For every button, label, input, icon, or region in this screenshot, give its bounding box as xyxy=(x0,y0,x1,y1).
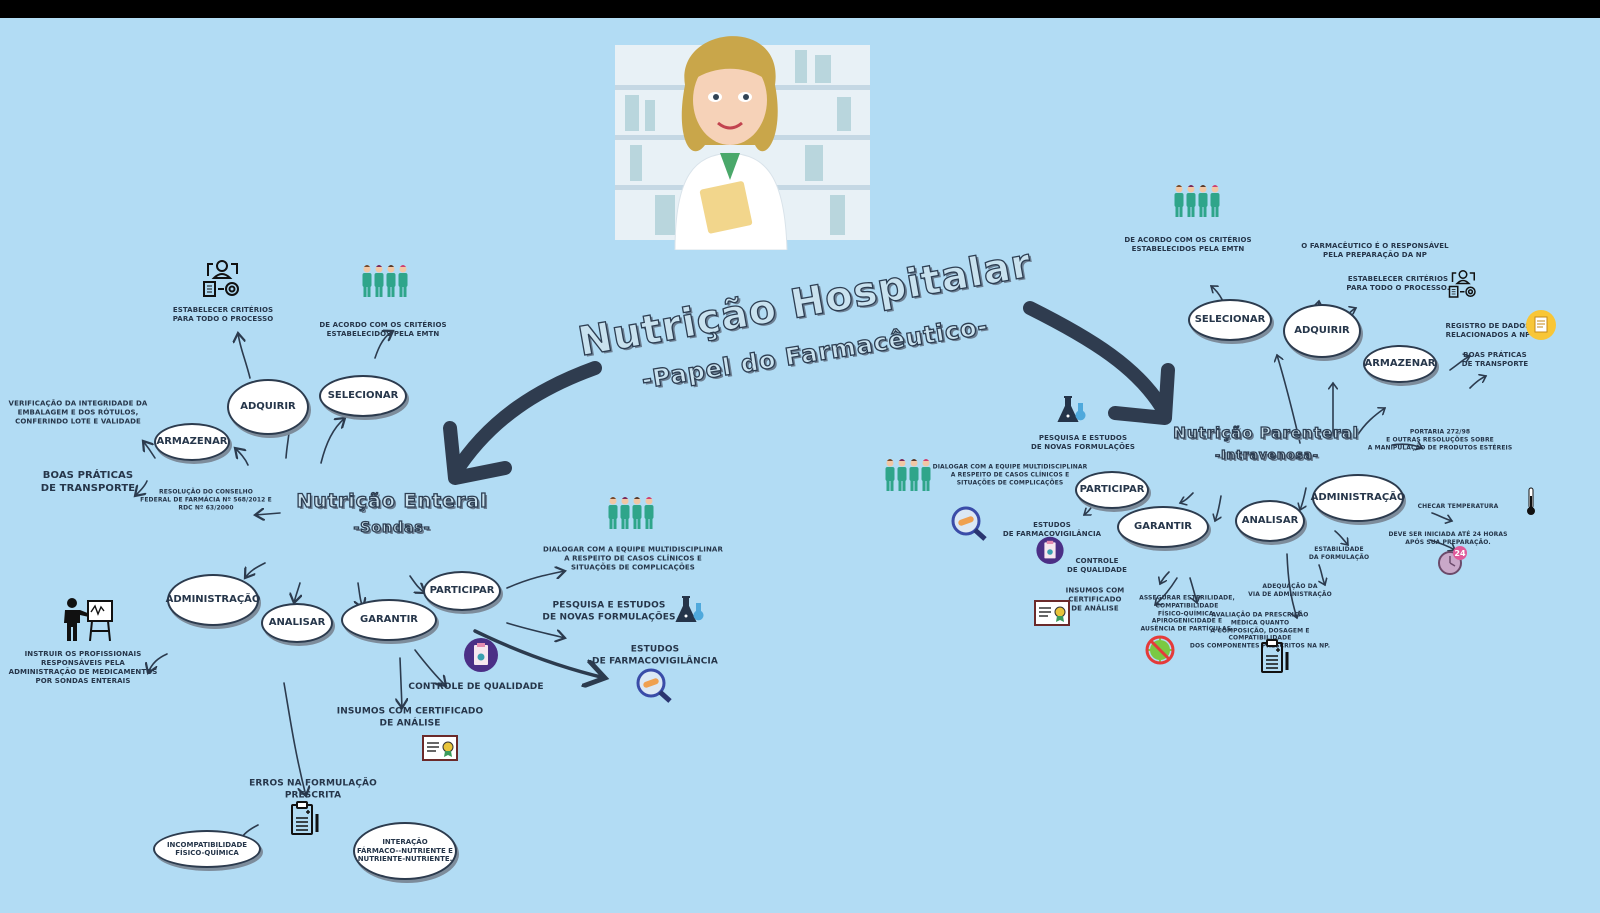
teacher-board-icon xyxy=(60,597,116,645)
enteral-node-selecionar[interactable]: Selecionar xyxy=(319,375,407,417)
quality-control-icon xyxy=(463,637,499,677)
parenteral-note-iniciada: Deve ser iniciada até 24 horas após sua … xyxy=(1388,531,1508,546)
quality-control-icon xyxy=(1036,536,1065,568)
enteral-note-insumos: Insumos com certificado de análise xyxy=(336,706,484,728)
parenteral-note-portaria: Portaria 272/98 E outras resoluções sobr… xyxy=(1367,428,1513,451)
mind-map-canvas: Nutrição Hospitalar -Papel do Farmacêuti… xyxy=(0,18,1600,913)
clock-24h-icon: 24 xyxy=(1437,546,1467,580)
parenteral-note-pesquisa: Pesquisa e estudos de novas formulações xyxy=(1030,433,1136,451)
enteral-node-interacao[interactable]: Interação fármaco--nutriente e nutriente… xyxy=(353,822,457,880)
prescription-clipboard-icon xyxy=(1259,638,1291,678)
parenteral-node-armazenar[interactable]: Armazenar xyxy=(1363,345,1437,383)
parenteral-note-assegurar: Assegurar esterilidade, compatibilidade … xyxy=(1139,594,1235,633)
parenteral-node-selecionar[interactable]: Selecionar xyxy=(1188,299,1272,341)
parenteral-node-adquirir[interactable]: Adquirir xyxy=(1283,304,1361,358)
enteral-note-instruir: Instruir os profissionais responsáveis p… xyxy=(8,649,158,686)
medical-team-icon xyxy=(360,263,410,303)
enteral-note-dialogar: Dialogar com a equipe multidisciplinar a… xyxy=(543,545,723,572)
enteral-subtitle: -Sondas- xyxy=(353,519,431,536)
parenteral-title: Nutrição Parenteral xyxy=(1173,423,1359,442)
medical-team-icon xyxy=(1172,183,1222,223)
parenteral-note-de-acordo: De acordo com os critérios estabelecidos… xyxy=(1124,235,1252,253)
parenteral-note-checar: Checar temperatura xyxy=(1417,503,1499,511)
process-criteria-icon xyxy=(200,258,244,302)
thermometer-icon xyxy=(1525,486,1537,520)
enteral-note-resolucao: Resolução do Conselho Federal de Farmáci… xyxy=(140,488,272,511)
connector-arrows xyxy=(0,18,1600,913)
parenteral-note-boas-praticas: Boas práticas de transporte xyxy=(1461,350,1529,368)
parenteral-note-adequacao: Adequação da via de administração xyxy=(1248,583,1332,598)
lab-flask-icon xyxy=(1057,395,1087,429)
prescription-clipboard-icon xyxy=(289,800,321,840)
enteral-node-participar[interactable]: Participar xyxy=(423,571,501,611)
medical-team-icon xyxy=(883,457,933,497)
magnifier-icon xyxy=(635,667,675,709)
big-arrow-right xyxy=(1023,301,1172,420)
enteral-node-garantir[interactable]: Garantir xyxy=(341,599,437,641)
parenteral-node-analisar[interactable]: Analisar xyxy=(1235,500,1305,542)
parenteral-note-estabilidade: Estabilidade da formulação xyxy=(1308,546,1370,561)
certificate-icon xyxy=(422,735,458,765)
enteral-node-adquirir[interactable]: Adquirir xyxy=(227,379,309,435)
enteral-node-incompatibilidade[interactable]: Incompatibilidade físico-química xyxy=(153,830,261,868)
enteral-note-pesquisa: Pesquisa e estudos de novas formulações xyxy=(542,600,676,622)
pharmacist-illustration xyxy=(615,36,870,250)
parenteral-node-garantir[interactable]: Garantir xyxy=(1117,506,1209,548)
parenteral-note-farmaceutico: O farmacêutico é o responsável pela prep… xyxy=(1301,241,1449,259)
enteral-title: Nutrição Enteral xyxy=(296,489,488,512)
enteral-node-administracao[interactable]: Administração xyxy=(166,574,260,626)
enteral-note-controle: Controle de qualidade xyxy=(408,682,544,693)
enteral-note-verificacao: Verificação da integridade da embalagem … xyxy=(8,399,148,426)
parenteral-node-participar[interactable]: Participar xyxy=(1075,471,1149,509)
enteral-node-analisar[interactable]: Analisar xyxy=(261,603,333,643)
parenteral-note-controle: Controle de qualidade xyxy=(1067,556,1127,574)
enteral-note-estabelecer: Estabelecer critérios para todo o proces… xyxy=(172,305,274,323)
enteral-note-boas-praticas: Boas práticas de transporte xyxy=(40,470,136,494)
parenteral-note-farmacovigilancia: Estudos de farmacovigilância xyxy=(1002,520,1102,538)
magnifier-icon xyxy=(950,505,990,547)
parenteral-note-dialogar: Dialogar com a equipe multidisciplinar a… xyxy=(932,463,1088,486)
enteral-note-farmacovigilancia: Estudos de farmacovigilância xyxy=(592,644,718,666)
parenteral-note-avaliacao: Avaliação da prescrição médica quanto à … xyxy=(1189,611,1331,650)
enteral-note-de-acordo: De acordo com os critérios estabelecidos… xyxy=(319,320,447,338)
certificate-icon xyxy=(1034,600,1070,630)
enteral-node-armazenar[interactable]: Armazenar xyxy=(154,423,230,461)
big-arrow-left xyxy=(448,361,602,480)
no-bacteria-icon xyxy=(1144,634,1176,670)
parenteral-subtitle: -Intravenosa- xyxy=(1214,447,1319,462)
enteral-note-erros: Erros na formulação prescrita xyxy=(249,778,377,800)
medical-team-icon xyxy=(606,495,656,535)
process-criteria-icon xyxy=(1447,269,1480,302)
parenteral-node-administracao[interactable]: Administração xyxy=(1311,474,1405,522)
parenteral-note-estabelecer: Estabelecer critérios para todo o proces… xyxy=(1346,274,1450,292)
data-record-icon xyxy=(1526,309,1556,345)
parenteral-note-registro: Registro de dados relacionados a NP xyxy=(1445,321,1531,339)
lab-flask-icon xyxy=(675,595,705,629)
parenteral-note-insumos: Insumos com certificado de análise xyxy=(1065,586,1125,613)
clock-badge: 24 xyxy=(1454,549,1466,558)
